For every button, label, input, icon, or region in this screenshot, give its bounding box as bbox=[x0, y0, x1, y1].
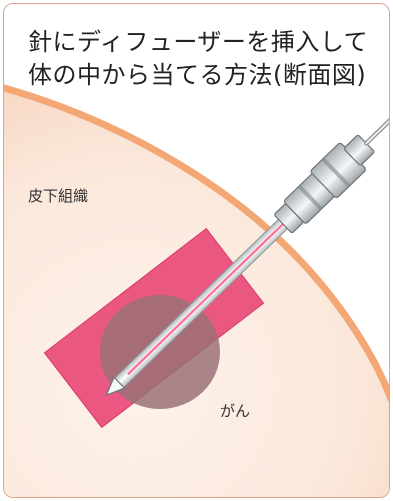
needle-tip bbox=[105, 376, 126, 397]
label-subcutaneous-tissue: 皮下組織 bbox=[28, 187, 89, 205]
title-line-1: 針にディフューザーを挿入して bbox=[28, 28, 369, 56]
light-diffuser-fiber bbox=[127, 223, 284, 376]
needle-hub bbox=[274, 134, 375, 234]
label-tumor: がん bbox=[220, 402, 251, 420]
diagram-title: 針にディフューザーを挿入して 体の中から当てる方法(断面図) bbox=[28, 26, 368, 92]
cross-section-illustration bbox=[4, 84, 389, 497]
title-line-2: 体の中から当てる方法(断面図) bbox=[28, 61, 367, 89]
diagram-frame: 針にディフューザーを挿入して 体の中から当てる方法(断面図) 皮下組織 がん bbox=[3, 3, 390, 498]
optical-fiber-cable bbox=[364, 107, 389, 146]
